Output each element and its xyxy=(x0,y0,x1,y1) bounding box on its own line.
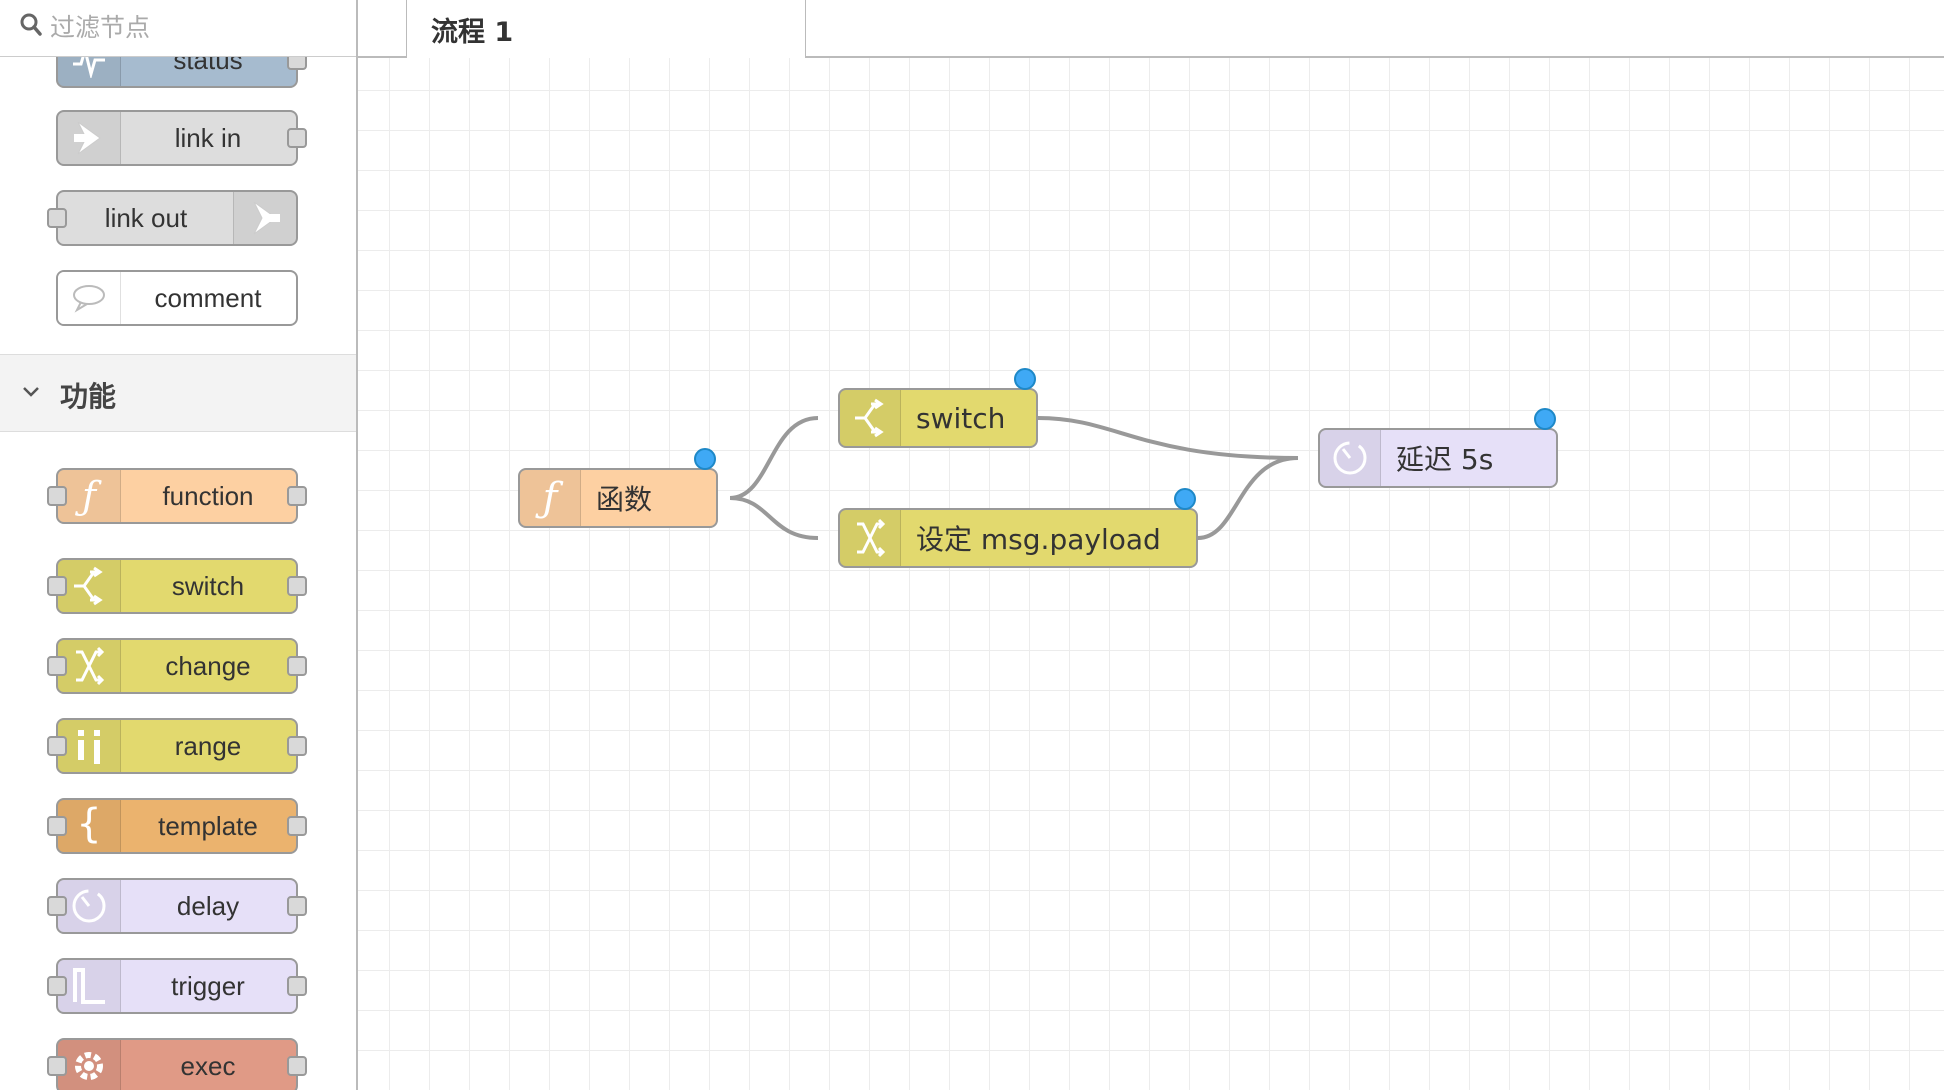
palette-search-bar xyxy=(0,0,356,57)
node-palette: status link in link out comment 功能 ƒ fun… xyxy=(0,0,358,1090)
change-icon xyxy=(58,640,121,692)
palette-node-label: change xyxy=(165,650,251,681)
tab-flow-1[interactable]: 流程 1 xyxy=(406,0,806,58)
palette-node-exec[interactable]: exec xyxy=(47,1038,307,1090)
input-port[interactable] xyxy=(47,976,67,996)
palette-node-label: function xyxy=(162,480,254,511)
input-port[interactable] xyxy=(47,736,67,756)
palette-node-label: link out xyxy=(104,202,188,233)
wire-function-to-change xyxy=(729,496,819,540)
flow-node-function[interactable]: ƒ 函数 xyxy=(518,448,718,528)
node-label: switch xyxy=(916,401,1006,435)
status-indicator xyxy=(694,448,716,470)
node-label: 函数 xyxy=(596,483,653,516)
output-port[interactable] xyxy=(287,1056,307,1076)
palette-node-change[interactable]: change xyxy=(47,638,307,694)
input-port[interactable] xyxy=(47,1056,67,1076)
palette-node-label: exec xyxy=(180,1050,236,1081)
output-port[interactable] xyxy=(287,486,307,506)
palette-node-function[interactable]: ƒ function xyxy=(47,468,307,524)
template-icon: { xyxy=(58,800,121,852)
chevron-down-icon xyxy=(23,387,39,397)
wire-function-to-switch xyxy=(729,416,819,500)
output-port[interactable] xyxy=(287,976,307,996)
wires-layer xyxy=(729,416,1299,540)
status-indicator xyxy=(1014,368,1036,390)
wire-switch-to-delay xyxy=(1037,416,1299,460)
switch-icon xyxy=(840,390,901,446)
switch-icon xyxy=(58,560,121,612)
status-indicator xyxy=(1174,488,1196,510)
palette-node-label: link in xyxy=(174,122,242,153)
palette-node-template[interactable]: { template xyxy=(47,798,307,854)
palette-filter-input[interactable] xyxy=(48,6,342,48)
input-port[interactable] xyxy=(47,576,67,596)
output-port[interactable] xyxy=(287,656,307,676)
trigger-icon xyxy=(58,960,121,1012)
palette-node-label: switch xyxy=(171,570,245,601)
output-port[interactable] xyxy=(287,736,307,756)
workspace-tab-bar: 流程 1 xyxy=(358,0,1944,58)
flow-node-change[interactable]: 设定 msg.payload xyxy=(838,488,1198,568)
node-label: 设定 msg.payload xyxy=(916,523,1161,556)
palette-node-label: range xyxy=(174,730,242,761)
flow-node-switch[interactable]: switch xyxy=(838,368,1038,448)
input-port[interactable] xyxy=(47,208,67,228)
category-label: 功能 xyxy=(60,380,117,413)
input-port[interactable] xyxy=(47,656,67,676)
flow-workspace[interactable]: ƒ 函数 switch 设定 msg.payload 延迟 5s xyxy=(358,58,1944,1090)
palette-node-link-in[interactable]: link in xyxy=(56,110,307,166)
palette-node-label: template xyxy=(158,810,258,841)
input-port[interactable] xyxy=(47,816,67,836)
function-icon: ƒ xyxy=(58,470,121,522)
output-port[interactable] xyxy=(287,576,307,596)
palette-node-label: comment xyxy=(154,282,262,313)
status-indicator xyxy=(1534,408,1556,430)
comment-icon xyxy=(58,272,121,324)
tab-label: 流程 1 xyxy=(431,17,514,48)
palette-node-comment[interactable]: comment xyxy=(56,270,298,326)
output-port[interactable] xyxy=(287,816,307,836)
wire-change-to-delay xyxy=(1197,456,1299,540)
flow-node-delay[interactable]: 延迟 5s xyxy=(1318,408,1558,488)
search-icon xyxy=(20,13,42,36)
change-icon xyxy=(840,510,901,566)
palette-node-label: delay xyxy=(176,890,240,921)
delay-icon xyxy=(1320,430,1381,486)
palette-node-link-out[interactable]: link out xyxy=(47,190,298,246)
exec-icon xyxy=(58,1040,121,1090)
palette-node-delay[interactable]: delay xyxy=(47,878,307,934)
function-icon: ƒ xyxy=(520,470,581,526)
palette-node-switch[interactable]: switch xyxy=(47,558,307,614)
palette-category-function[interactable]: 功能 xyxy=(0,354,356,432)
output-port[interactable] xyxy=(287,896,307,916)
palette-node-range[interactable]: range xyxy=(47,718,307,774)
link-in-icon xyxy=(58,112,121,164)
range-icon xyxy=(58,720,121,772)
input-port[interactable] xyxy=(47,486,67,506)
node-label: 延迟 5s xyxy=(1396,443,1494,476)
delay-icon xyxy=(58,880,121,932)
palette-node-label: trigger xyxy=(171,970,245,1001)
input-port[interactable] xyxy=(47,896,67,916)
output-port[interactable] xyxy=(287,128,307,148)
palette-node-trigger[interactable]: trigger xyxy=(47,958,307,1014)
link-out-icon xyxy=(233,192,296,244)
